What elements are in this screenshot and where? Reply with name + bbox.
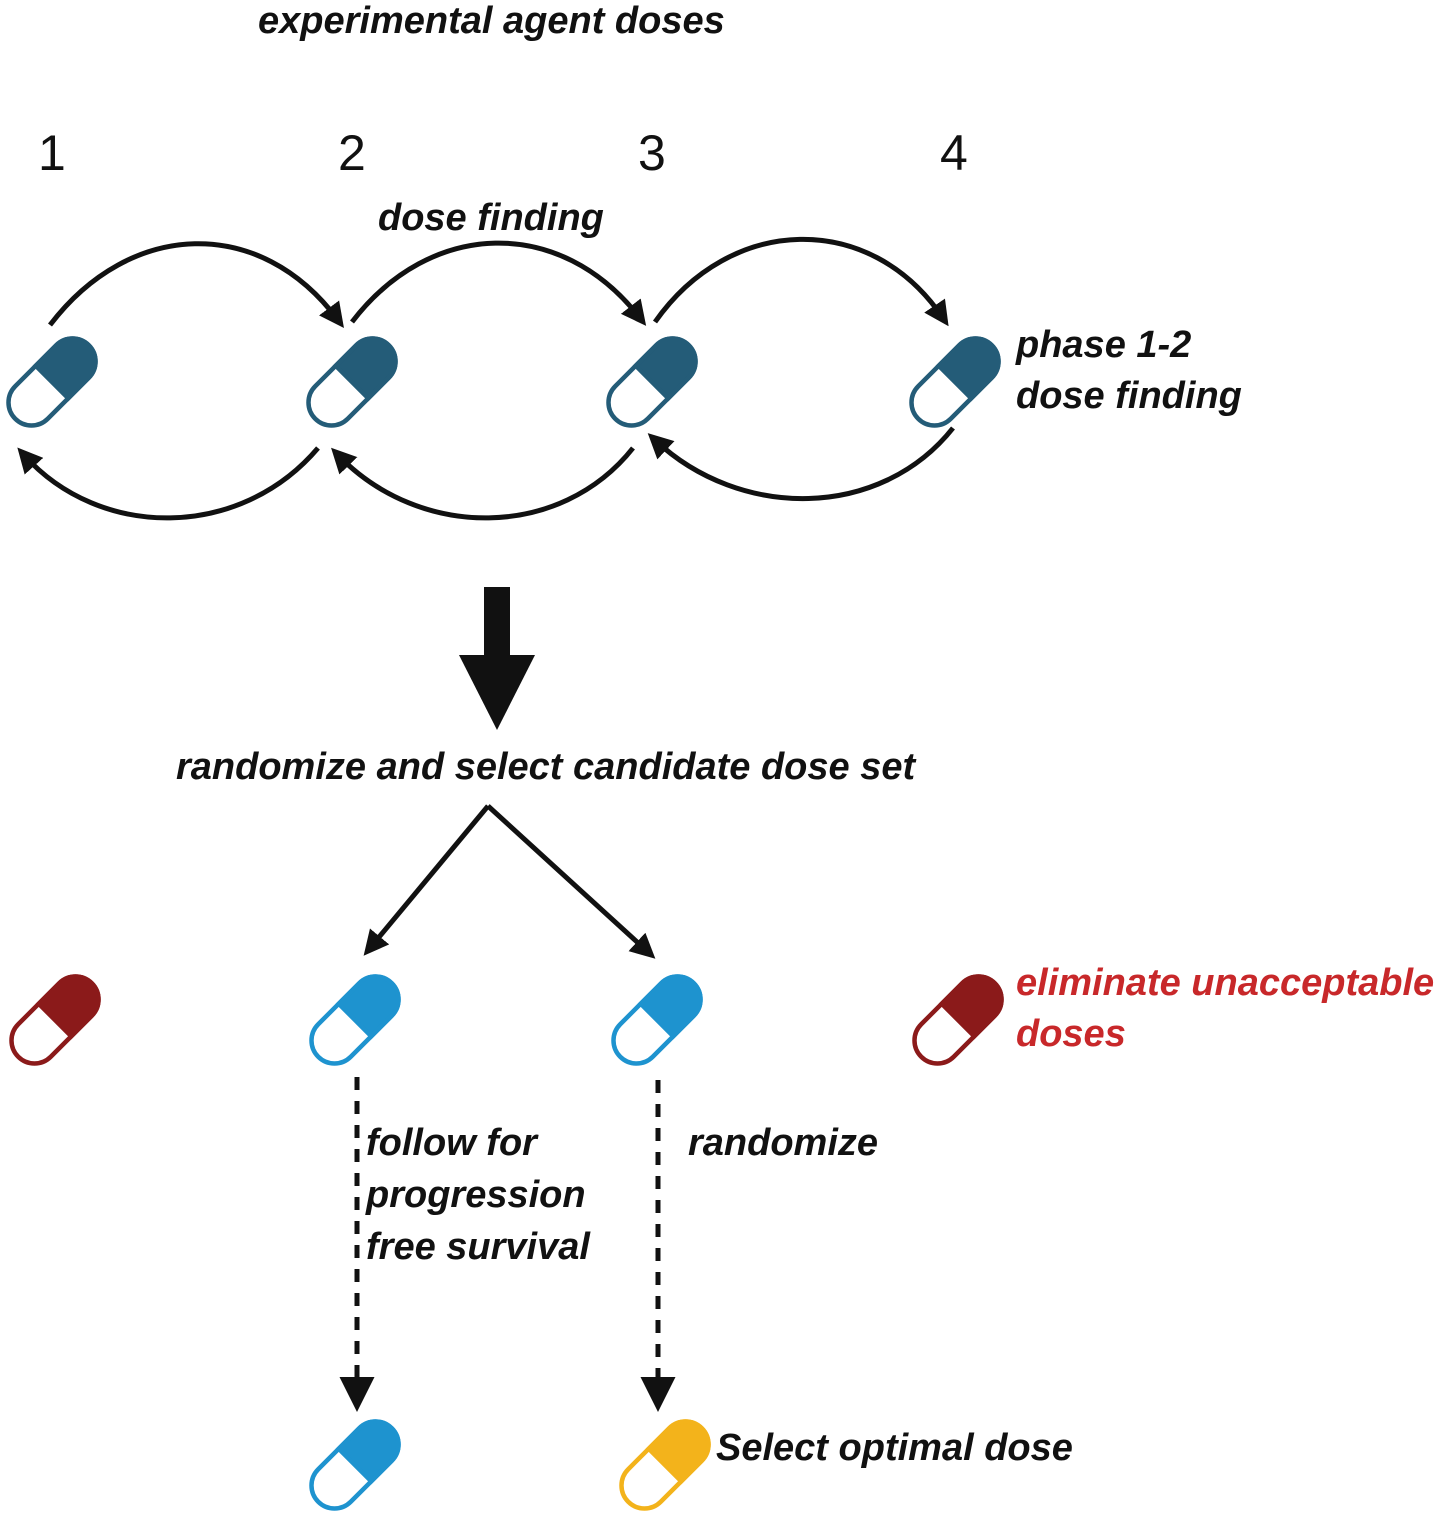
pill-dose-1 xyxy=(6,336,98,428)
pill-dose-2 xyxy=(306,336,398,428)
branch-arrow-left xyxy=(363,804,490,956)
branch-arrow-right xyxy=(486,804,656,959)
dose-number-4: 4 xyxy=(940,125,968,181)
escalation-arrow-3-4 xyxy=(652,236,949,327)
select-optimal-label: Select optimal dose xyxy=(716,1427,1073,1469)
follow-label-line-3: free survival xyxy=(366,1226,591,1268)
big-down-arrow xyxy=(459,587,535,730)
phase-label-line-1: phase 1-2 xyxy=(1015,324,1191,366)
pill-dose-4 xyxy=(909,336,1001,428)
dose-number-1: 1 xyxy=(38,125,66,181)
pill-followed-dose xyxy=(309,1419,401,1511)
eliminate-label-line-1: eliminate unacceptable xyxy=(1016,962,1434,1004)
pill-candidate-dose-2 xyxy=(611,974,703,1066)
escalation-arrow-2-3 xyxy=(350,240,647,326)
randomize-label: randomize xyxy=(688,1122,878,1164)
pill-dose-3 xyxy=(606,336,698,428)
pill-candidate-dose-1 xyxy=(309,974,401,1066)
pills-layer xyxy=(6,336,1004,1511)
eliminate-label-line-2: doses xyxy=(1016,1013,1126,1055)
escalation-arrow-1-2 xyxy=(48,241,344,329)
pill-eliminated-dose-1 xyxy=(9,974,101,1066)
randomize-select-label: randomize and select candidate dose set xyxy=(176,746,916,788)
follow-label-line-1: follow for xyxy=(366,1122,539,1164)
deescalation-arrow-4-3 xyxy=(647,426,955,501)
deescalation-arrow-2-1 xyxy=(17,446,320,521)
phase-label-line-2: dose finding xyxy=(1016,375,1242,417)
title: experimental agent doses xyxy=(258,0,725,42)
pill-eliminated-dose-2 xyxy=(912,974,1004,1066)
deescalation-arrow-3-2 xyxy=(331,446,635,521)
follow-label-line-2: progression xyxy=(365,1174,586,1216)
dose-finding-label: dose finding xyxy=(378,197,604,239)
dose-number-3: 3 xyxy=(638,125,666,181)
pill-optimal-dose xyxy=(619,1419,711,1511)
dose-number-2: 2 xyxy=(338,125,366,181)
